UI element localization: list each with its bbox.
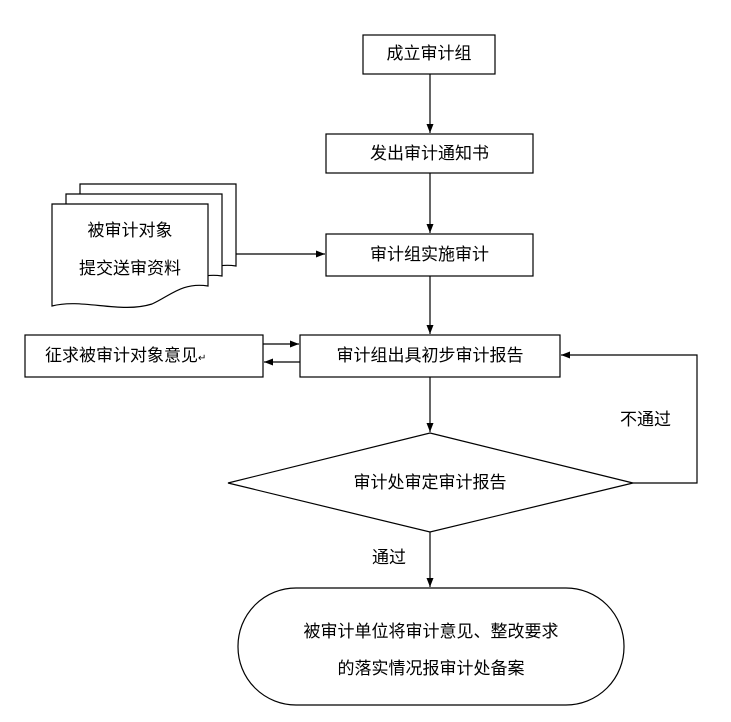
preliminary-label: 审计组出具初步审计报告 xyxy=(336,346,524,366)
final-label-line2: 的落实情况报审计处备案 xyxy=(337,659,525,679)
materials-label-line2: 提交送审资料 xyxy=(79,259,181,279)
documents-shape xyxy=(51,183,237,308)
solicit-label: 征求被审计对象意见↵ xyxy=(45,346,206,369)
implement-box xyxy=(325,233,534,277)
final-terminal xyxy=(237,587,625,706)
solicit-text: 征求被审计对象意见 xyxy=(45,346,198,366)
notice-box xyxy=(325,133,534,174)
fail-label: 不通过 xyxy=(620,410,671,430)
implement-label: 审计组实施审计 xyxy=(370,245,489,265)
final-label-line1: 被审计单位将审计意见、整改要求 xyxy=(303,622,559,642)
edge-review-fail-loop xyxy=(561,351,698,484)
notice-label: 发出审计通知书 xyxy=(370,144,489,164)
pass-label: 通过 xyxy=(372,548,406,568)
preliminary-box xyxy=(299,334,561,378)
establish-box xyxy=(362,34,496,75)
solicit-box xyxy=(24,334,264,378)
establish-label: 成立审计组 xyxy=(386,44,472,64)
return-mark-icon: ↵ xyxy=(198,353,207,364)
review-label: 审计处审定审计报告 xyxy=(353,473,507,493)
materials-label-line1: 被审计对象 xyxy=(87,221,173,241)
